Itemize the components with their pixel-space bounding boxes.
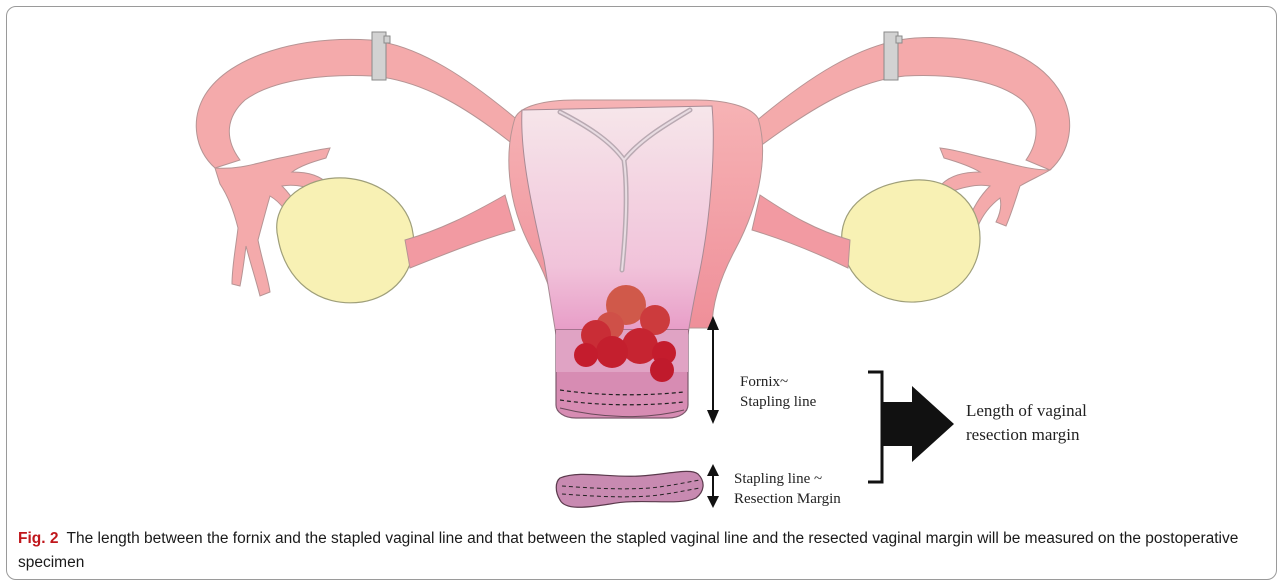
length-label-line1: Length of vaginal bbox=[966, 401, 1087, 420]
margin-label-line1: Stapling line ~ bbox=[734, 471, 822, 487]
resected-margin-piece bbox=[556, 471, 703, 507]
left-ovarian-ligament bbox=[405, 195, 515, 268]
right-tube-clip-tab bbox=[896, 36, 902, 43]
uterus-diagram: Fornix~ Stapling line Stapling line ~ Re… bbox=[0, 0, 1285, 510]
figure-number: Fig. 2 bbox=[18, 530, 58, 547]
margin-measure-arrow bbox=[707, 464, 719, 508]
caption-text: The length between the fornix and the st… bbox=[18, 530, 1238, 571]
fornix-label-line2: Stapling line bbox=[740, 394, 817, 410]
margin-label-line2: Resection Margin bbox=[734, 491, 841, 507]
left-tube-clip-tab bbox=[384, 36, 390, 43]
length-label-line2: resection margin bbox=[966, 425, 1080, 444]
left-ovary bbox=[277, 178, 414, 303]
measurement-bracket bbox=[868, 372, 882, 482]
fornix-measure-arrow bbox=[707, 316, 719, 424]
left-fallopian-tube bbox=[196, 39, 520, 168]
right-ovarian-ligament bbox=[752, 195, 850, 268]
right-ovary bbox=[842, 180, 980, 302]
fornix-label-line1: Fornix~ bbox=[740, 374, 788, 390]
length-arrow-icon bbox=[882, 386, 954, 462]
right-fallopian-tube bbox=[755, 38, 1070, 170]
